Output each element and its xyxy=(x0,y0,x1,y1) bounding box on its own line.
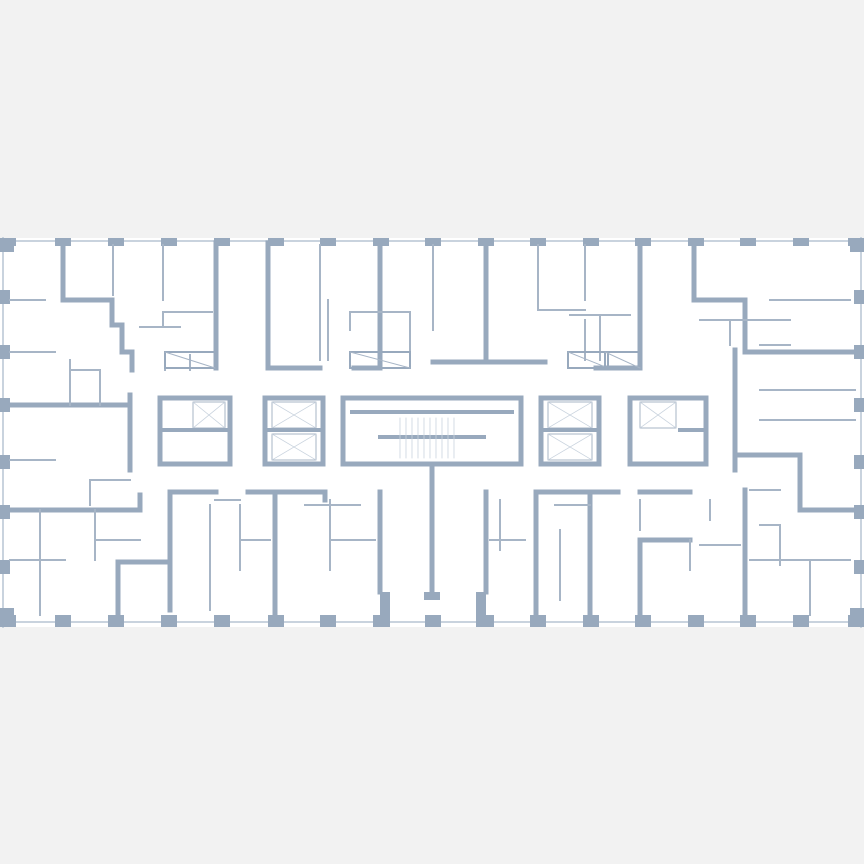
load-bearing-walls xyxy=(7,240,858,618)
column xyxy=(108,615,124,627)
column xyxy=(476,592,486,627)
column xyxy=(380,592,390,627)
structural-columns xyxy=(0,238,864,627)
column xyxy=(0,608,14,627)
column xyxy=(425,615,441,627)
column xyxy=(424,592,440,600)
column xyxy=(850,238,864,252)
column xyxy=(108,238,124,246)
column xyxy=(635,615,651,627)
column xyxy=(854,505,864,519)
elevator-shaft xyxy=(639,401,677,429)
column xyxy=(0,345,10,359)
column xyxy=(161,615,177,627)
shaft-diagonal xyxy=(604,351,641,369)
utility-shaft xyxy=(604,351,641,369)
column xyxy=(0,290,10,304)
column xyxy=(854,455,864,469)
elevator-cross xyxy=(271,433,317,461)
column xyxy=(0,560,10,574)
column xyxy=(320,615,336,627)
elevator-shaft xyxy=(547,433,593,461)
column xyxy=(854,290,864,304)
column xyxy=(583,238,599,246)
column xyxy=(0,455,10,469)
column xyxy=(214,615,230,627)
elevator-cross xyxy=(639,401,677,429)
shaft-diagonal xyxy=(349,351,411,369)
column xyxy=(268,238,284,246)
column xyxy=(161,238,177,246)
elevator-shaft xyxy=(271,433,317,461)
shaft-diagonal xyxy=(567,351,609,369)
column xyxy=(854,398,864,412)
partition-walls xyxy=(9,244,856,616)
column xyxy=(793,615,809,627)
elevator-cross xyxy=(547,433,593,461)
column xyxy=(850,608,864,627)
elevator-cross xyxy=(271,401,317,429)
column xyxy=(530,238,546,246)
column xyxy=(0,505,10,519)
column xyxy=(55,615,71,627)
column xyxy=(793,238,809,246)
column xyxy=(0,238,14,252)
utility-shaft xyxy=(567,351,609,369)
elevator-cross xyxy=(547,401,593,429)
column xyxy=(635,238,651,246)
column xyxy=(530,615,546,627)
column xyxy=(268,615,284,627)
column xyxy=(854,560,864,574)
column xyxy=(320,238,336,246)
utility-shaft xyxy=(349,351,411,369)
elevator-cross xyxy=(192,401,226,429)
shaft-diagonal xyxy=(164,351,216,369)
column xyxy=(425,238,441,246)
column xyxy=(0,398,10,412)
core-room xyxy=(340,395,524,467)
building-core xyxy=(157,351,709,467)
column xyxy=(854,345,864,359)
column xyxy=(688,615,704,627)
utility-shaft xyxy=(164,351,216,369)
column xyxy=(214,238,230,246)
column xyxy=(740,615,756,627)
column xyxy=(583,615,599,627)
column xyxy=(740,238,756,246)
